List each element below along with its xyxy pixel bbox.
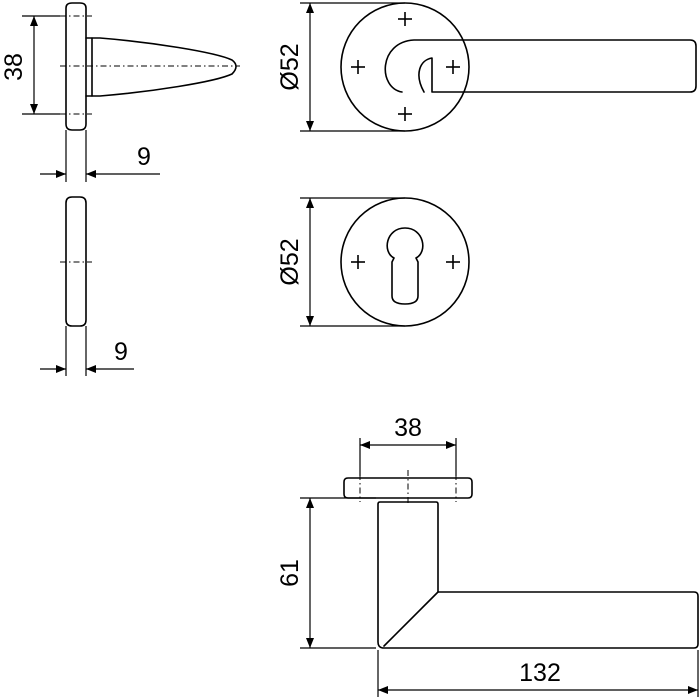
rose-front-view	[340, 2, 697, 132]
escutcheon-diameter-label: Ø52	[276, 238, 304, 285]
escutcheon-thickness-label: 9	[114, 338, 128, 366]
dimension-rose-thickness: 9	[40, 130, 160, 182]
dimension-lever-rose-width: 38	[359, 414, 457, 476]
dimension-lever-length: 132	[377, 650, 699, 697]
dimension-rose-height: 38	[0, 15, 60, 115]
rose-height-label: 38	[0, 53, 28, 81]
rose-diameter-label: Ø52	[276, 43, 304, 90]
dimension-escutcheon-diameter: Ø52	[276, 197, 405, 327]
escutcheon-front-view	[340, 197, 470, 327]
dimension-lever-height: 61	[276, 497, 376, 649]
lever-length-label: 132	[519, 659, 561, 687]
dimension-rose-diameter: Ø52	[276, 2, 405, 132]
lever-height-label: 61	[276, 559, 304, 587]
rose-side-view	[60, 2, 240, 131]
lever-rose-width-label: 38	[394, 414, 422, 442]
dimension-escutcheon-thickness: 9	[40, 326, 134, 376]
rose-thickness-label: 9	[137, 143, 151, 171]
lever-side-view	[343, 470, 699, 649]
escutcheon-side-view	[60, 196, 92, 327]
